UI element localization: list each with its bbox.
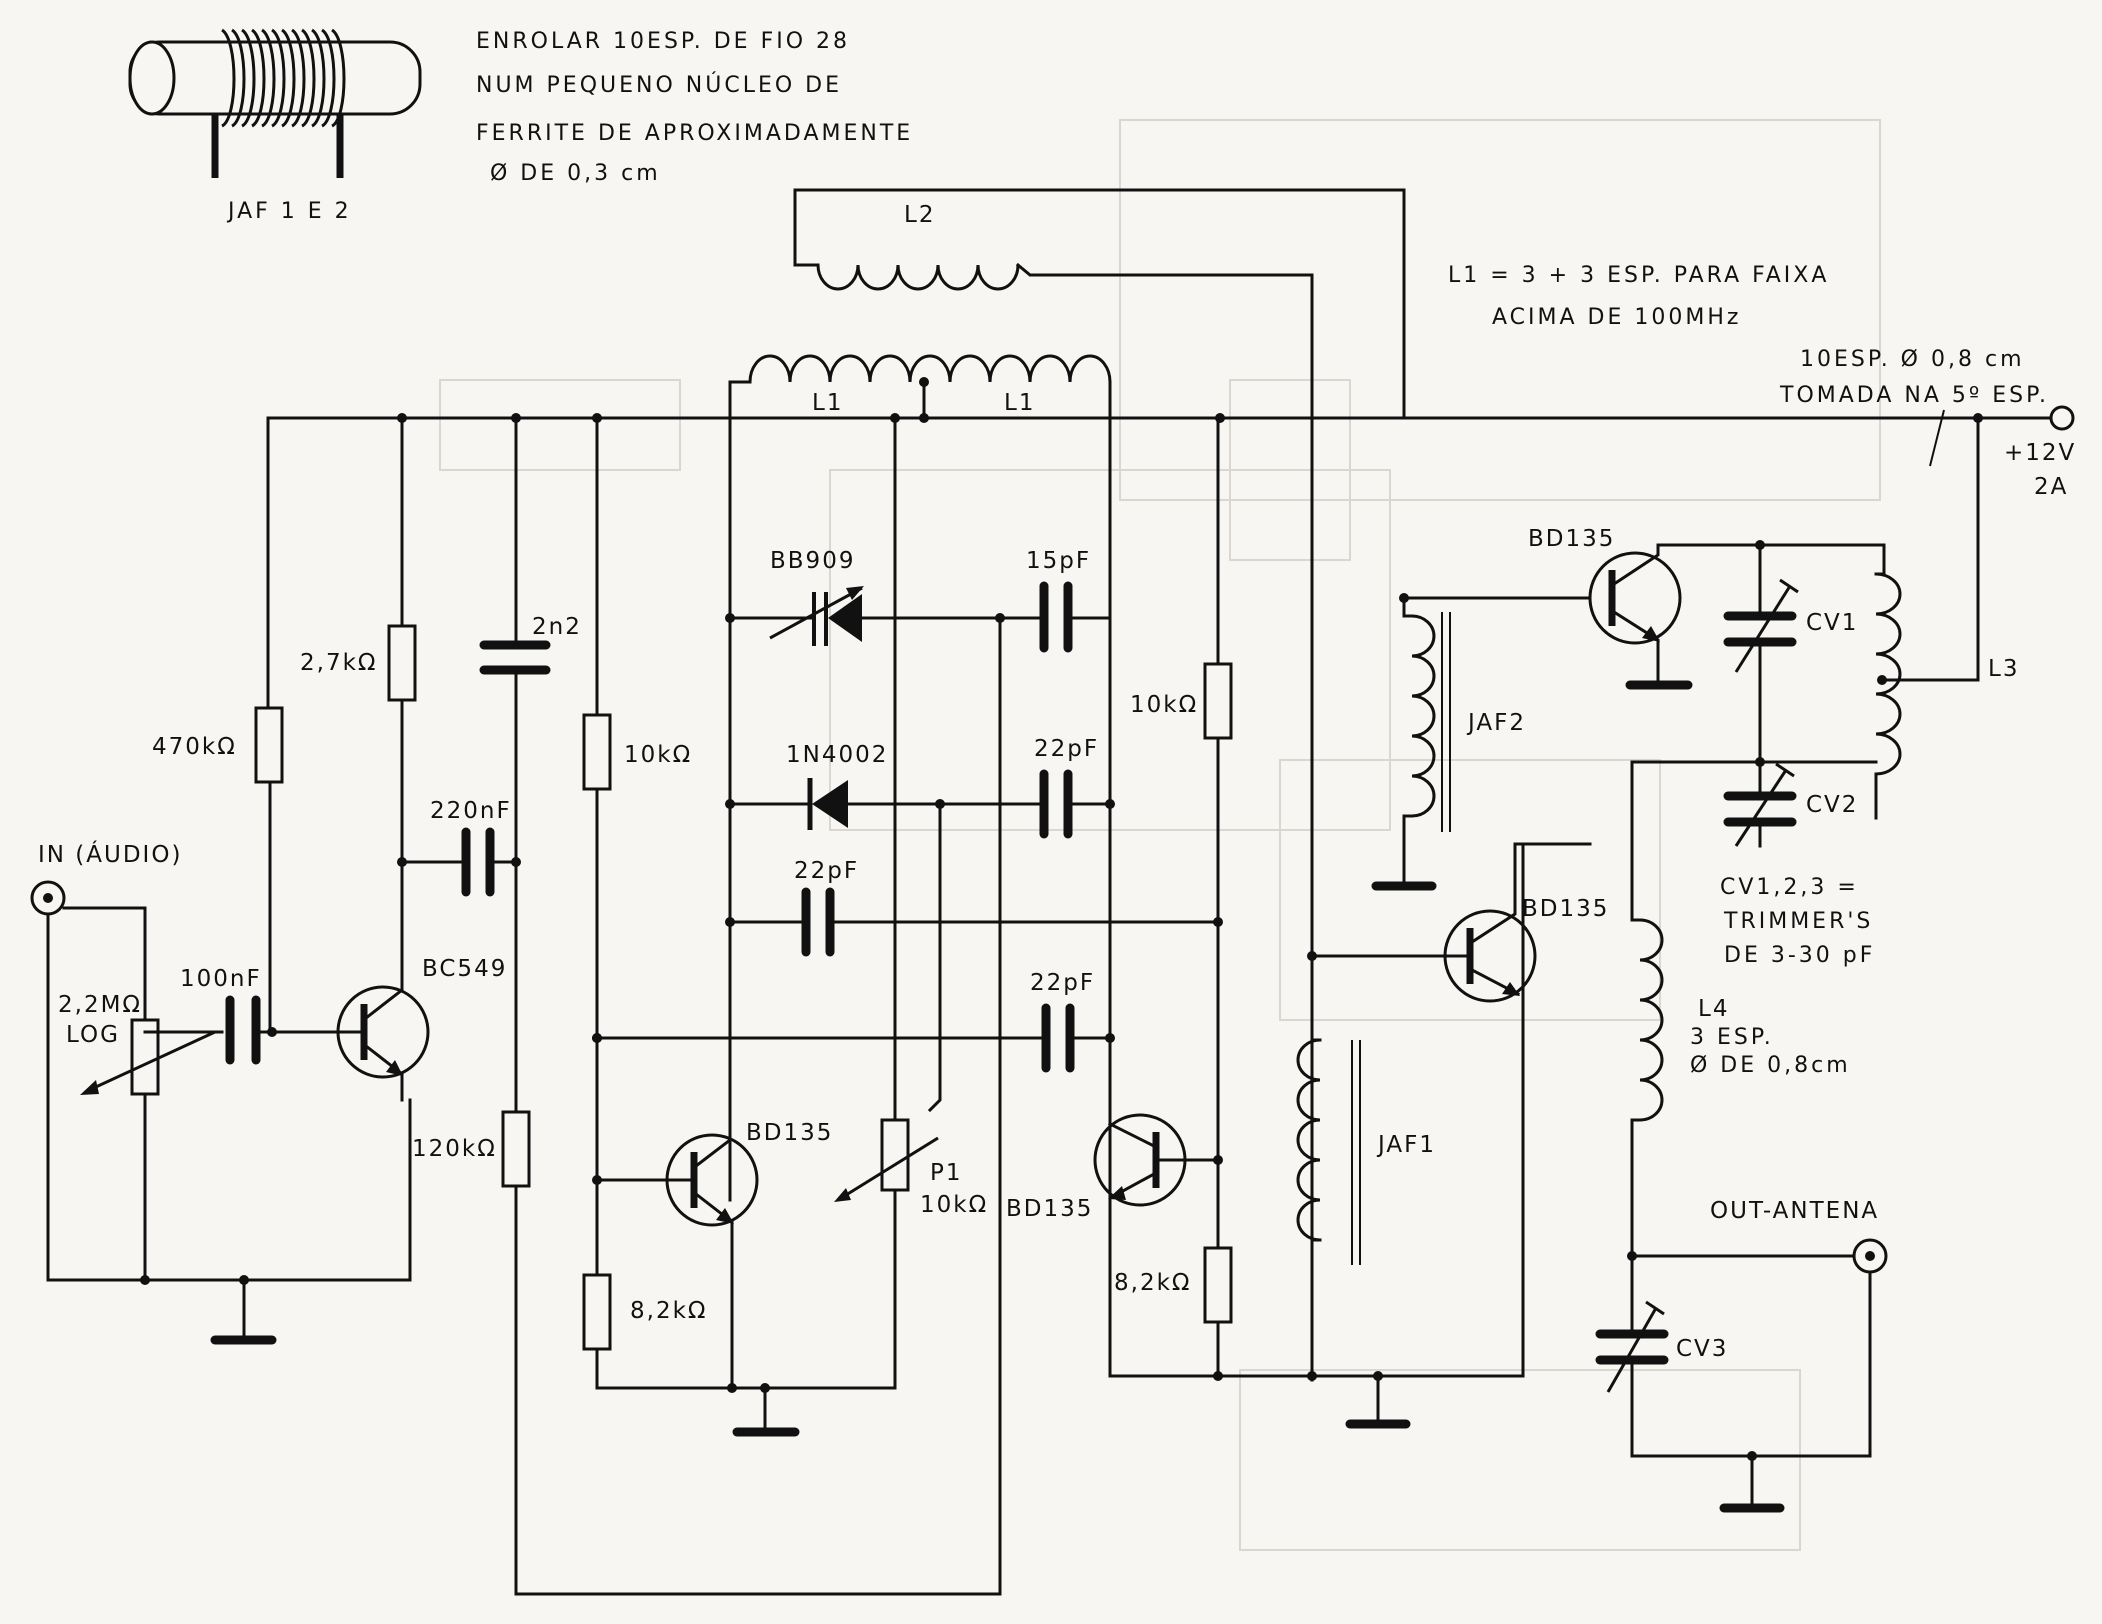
label-22pf-b: 22pF: [794, 858, 859, 884]
note-cv-1: CV1,2,3 =: [1720, 875, 1859, 900]
capacitor-22pf-b: [725, 887, 1223, 957]
label-pot-value: 2,2MΩ: [58, 992, 142, 1018]
label-l2: L2: [904, 202, 935, 228]
transistor-bd135-mid: [1443, 842, 1592, 1003]
label-p1: P1: [930, 1160, 963, 1186]
label-antenna-output: OUT-ANTENA: [1710, 1198, 1879, 1224]
note-cv-3: DE 3-30 pF: [1724, 943, 1875, 968]
note-l3-1: 10ESP. Ø 0,8 cm: [1800, 347, 2025, 372]
label-1n4002: 1N4002: [786, 742, 888, 768]
note-l3-2: TOMADA NA 5º ESP.: [1779, 383, 2049, 408]
note-l1-2: ACIMA DE 100MHz: [1492, 305, 1741, 330]
resistor-8k2-left: [582, 1186, 897, 1393]
label-bd135-mid: BD135: [1522, 896, 1609, 922]
diode-1n4002: [725, 778, 1042, 830]
label-l1-left: L1: [812, 390, 843, 416]
resistor-10k-left: [582, 416, 612, 1277]
choke-jaf1: [1296, 951, 1470, 1265]
resistor-470k: [254, 416, 284, 1034]
resistor-8k2-right: [1203, 1246, 1383, 1381]
label-p1-value: 10kΩ: [920, 1192, 988, 1218]
label-bc549: BC549: [422, 956, 507, 982]
label-10k-right: 10kΩ: [1130, 692, 1198, 718]
note-l4-2: Ø DE 0,8cm: [1690, 1053, 1851, 1078]
trimmer-cv2: [1630, 760, 1878, 922]
label-8k2-right: 8,2kΩ: [1114, 1270, 1191, 1296]
resistor-2k7: [387, 416, 417, 982]
varicap-bb909: [725, 586, 1040, 646]
transistor-bd135-right: [1093, 842, 1525, 1378]
label-cv3: CV3: [1676, 1336, 1728, 1362]
trimmer-cv1: [1723, 543, 1799, 767]
label-l4: L4: [1698, 996, 1729, 1022]
label-pot-taper: LOG: [66, 1022, 120, 1048]
resistor-10k-right: [1203, 416, 1233, 1250]
choke-jaf2: [1371, 593, 1592, 891]
label-10k-left: 10kΩ: [624, 742, 692, 768]
note-winding-4: Ø DE 0,3 cm: [490, 161, 661, 186]
capacitor-2n2: [479, 416, 551, 1114]
jaf-caption: JAF 1 E 2: [226, 199, 352, 224]
label-2n2: 2n2: [532, 614, 582, 640]
transistor-bc549: [336, 978, 430, 1102]
transistor-bd135-left: [595, 1133, 759, 1390]
note-cv-2: TRIMMER'S: [1723, 909, 1873, 934]
label-bd135-top: BD135: [1528, 526, 1615, 552]
label-bd135-right: BD135: [1006, 1196, 1093, 1222]
note-winding-2: NUM PEQUENO NÚCLEO DE: [476, 72, 842, 98]
transistor-bd135-top: [1588, 540, 1886, 690]
trimmer-cv3: [1595, 1254, 1872, 1461]
label-22pf-c: 22pF: [1030, 970, 1095, 996]
capacitor-220nf: [400, 827, 521, 897]
label-100nf: 100nF: [180, 966, 262, 992]
note-winding-1: ENROLAR 10ESP. DE FIO 28: [476, 29, 850, 54]
label-cv2: CV2: [1806, 792, 1858, 818]
capacitor-15pf: [1039, 581, 1112, 653]
label-8k2-left: 8,2kΩ: [630, 1298, 707, 1324]
supply-current: 2A: [2034, 474, 2068, 500]
antenna-output-jack: [1852, 1238, 1888, 1458]
note-l1-1: L1 = 3 + 3 ESP. PARA FAIXA: [1448, 263, 1829, 288]
inductor-l2: [793, 188, 1406, 1382]
power-terminal: [2049, 405, 2075, 431]
note-l4-1: 3 ESP.: [1690, 1025, 1774, 1050]
label-470k: 470kΩ: [152, 734, 237, 760]
capacitor-22pf-c: [592, 1003, 1115, 1073]
label-120k: 120kΩ: [412, 1136, 497, 1162]
label-l3: L3: [1988, 656, 2019, 682]
inductor-l1: [728, 354, 1112, 1377]
label-audio-input: IN (ÁUDIO): [38, 840, 182, 868]
ground-osc-left: [732, 1386, 800, 1437]
supply-voltage: +12V: [2004, 440, 2076, 466]
label-bd135-left: BD135: [746, 1120, 833, 1146]
resistor-120k: [501, 616, 1002, 1596]
inductor-l3: [1874, 416, 1980, 820]
potentiometer-p1: [834, 416, 942, 1202]
ferrite-choke-illustration: [128, 28, 422, 178]
label-jaf2: JAF2: [1466, 710, 1526, 736]
note-winding-3: FERRITE DE APROXIMADAMENTE: [476, 121, 913, 146]
label-jaf1: JAF1: [1376, 1132, 1436, 1158]
ground-antenna: [1719, 1454, 1785, 1513]
ground-audio: [210, 1275, 277, 1345]
label-2k7: 2,7kΩ: [300, 650, 377, 676]
inductor-l4: [1627, 918, 1858, 1261]
label-bb909: BB909: [770, 548, 855, 574]
audio-input-jack: [30, 880, 412, 1282]
label-220nf: 220nF: [430, 798, 512, 824]
label-cv1: CV1: [1806, 610, 1858, 636]
power-rail: [266, 405, 2075, 467]
label-22pf-a: 22pF: [1034, 736, 1099, 762]
volume-potentiometer: [80, 1018, 216, 1285]
label-15pf: 15pF: [1026, 548, 1091, 574]
label-l1-right: L1: [1004, 390, 1035, 416]
ground-osc-right: [1345, 1374, 1411, 1429]
capacitor-22pf-a: [1039, 769, 1115, 839]
